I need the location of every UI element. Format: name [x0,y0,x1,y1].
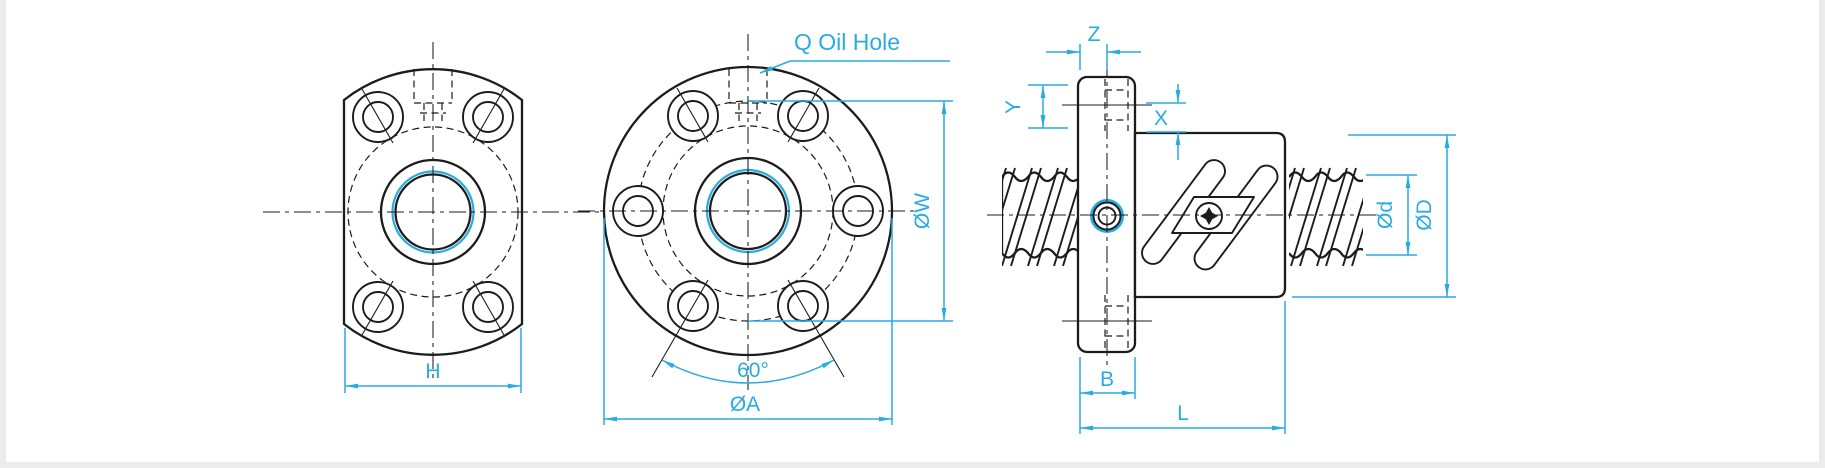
view-front-oval-flange: H [263,42,603,393]
page-edge-right [1819,0,1825,468]
bolt-holes [352,88,514,336]
dimension-dia-A: ØA [603,218,893,425]
dim-label-Y: Y [1002,100,1025,114]
dim-label-dia-d: Ød [1374,201,1397,229]
dimension-H: H [344,328,522,393]
view-front-round-flange: Q Oil Hole ØW 60° ØA [578,29,953,425]
dimension-B: B [1080,357,1136,399]
oil-hole-label: Q Oil Hole [794,29,900,55]
dim-label-dia-A: ØA [730,393,760,416]
dimension-X: X [1146,84,1186,160]
phillips-screw-icon [1200,207,1218,225]
dimension-dia-D: ØD [1292,134,1456,298]
dimension-60deg: 60° [661,359,835,384]
centerlines [578,34,918,390]
dim-label-dia-D: ØD [1413,199,1436,231]
dimension-Y: Y [1002,84,1068,129]
callout-oil-hole: Q Oil Hole [759,29,950,74]
dimension-L: L [1079,301,1286,434]
centerlines [263,42,603,382]
clamp-screw [1195,202,1223,230]
dim-label-H: H [425,360,440,383]
dim-label-60deg: 60° [737,359,769,382]
page-edge-bottom [0,462,1825,468]
centerlines [987,60,1388,369]
dimension-Z: Z [1046,23,1141,70]
dimension-dia-d: Ød [1366,174,1417,256]
screw-thread-right [1289,167,1363,266]
screw-thread-left [1002,167,1078,266]
dim-label-L: L [1177,402,1189,425]
page-edge-left [0,0,6,468]
dim-label-B: B [1100,368,1114,391]
dim-label-Z: Z [1088,23,1101,46]
dim-label-dia-W: ØW [911,193,934,229]
dim-label-X: X [1154,107,1168,130]
view-side: Z Y X Ød ØD [987,23,1456,434]
dimension-dia-W: ØW [748,100,953,322]
